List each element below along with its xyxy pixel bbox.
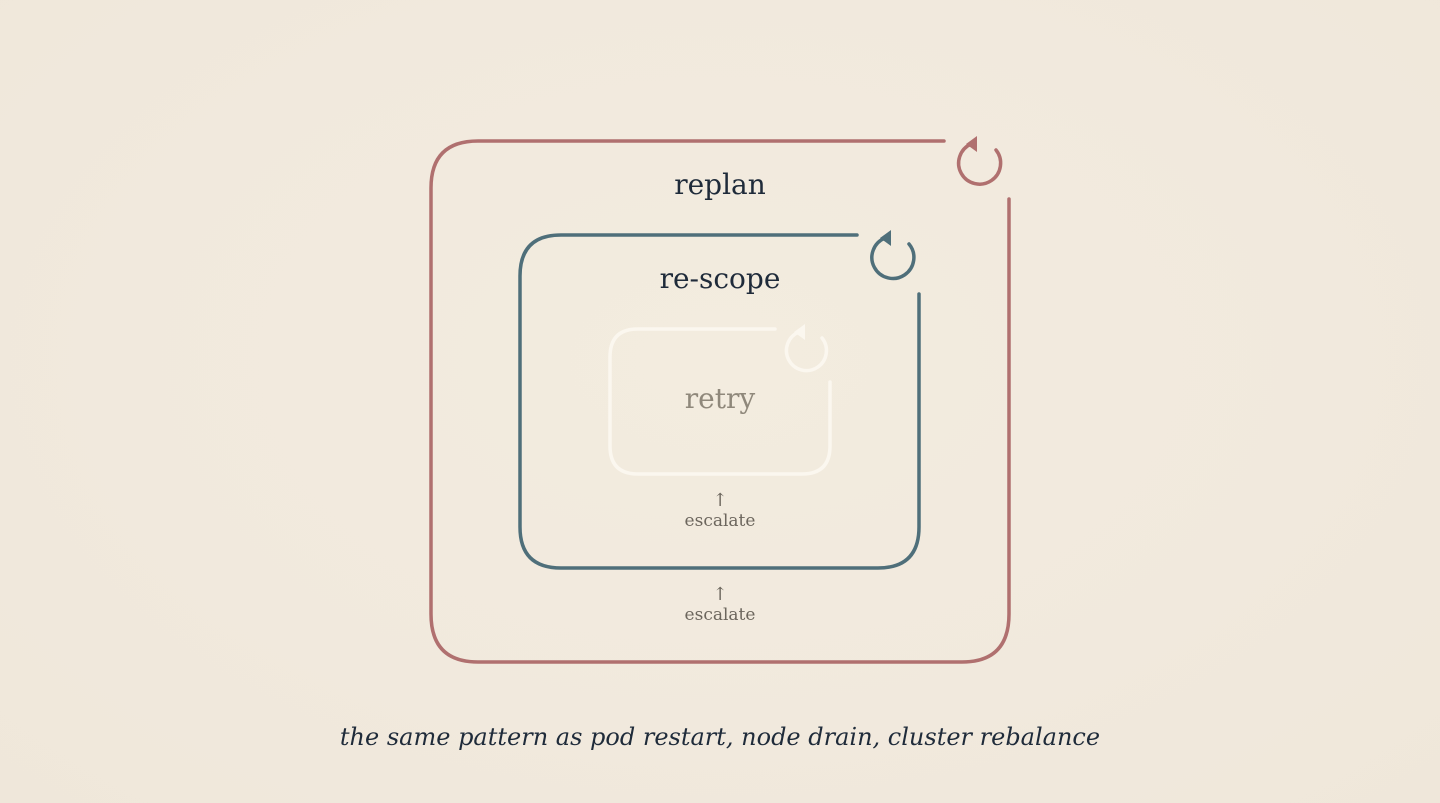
cycle-icon — [784, 324, 829, 373]
middle-loop-frame — [518, 233, 921, 570]
cycle-icon — [956, 136, 1003, 186]
caption: the same pattern as pod restart, node dr… — [339, 723, 1101, 751]
outer-loop-label: replan — [674, 168, 766, 201]
cycle-icon — [870, 230, 916, 281]
inner-loop-label: retry — [684, 382, 756, 415]
escalate-middle-to-outer: ↑ escalate — [685, 586, 756, 624]
outer-loop-frame — [429, 139, 1011, 664]
inner-loop — [608, 324, 832, 476]
escalate-label: escalate — [684, 605, 756, 625]
escalate-inner-to-middle: ↑ escalate — [685, 492, 756, 530]
up-arrow-icon: ↑ — [712, 584, 728, 605]
outer-loop — [429, 136, 1011, 664]
up-arrow-icon: ↑ — [712, 490, 728, 511]
escalate-label: escalate — [684, 511, 756, 531]
inner-loop-frame — [608, 327, 832, 476]
middle-loop-label: re-scope — [659, 262, 781, 295]
middle-loop — [518, 230, 921, 570]
